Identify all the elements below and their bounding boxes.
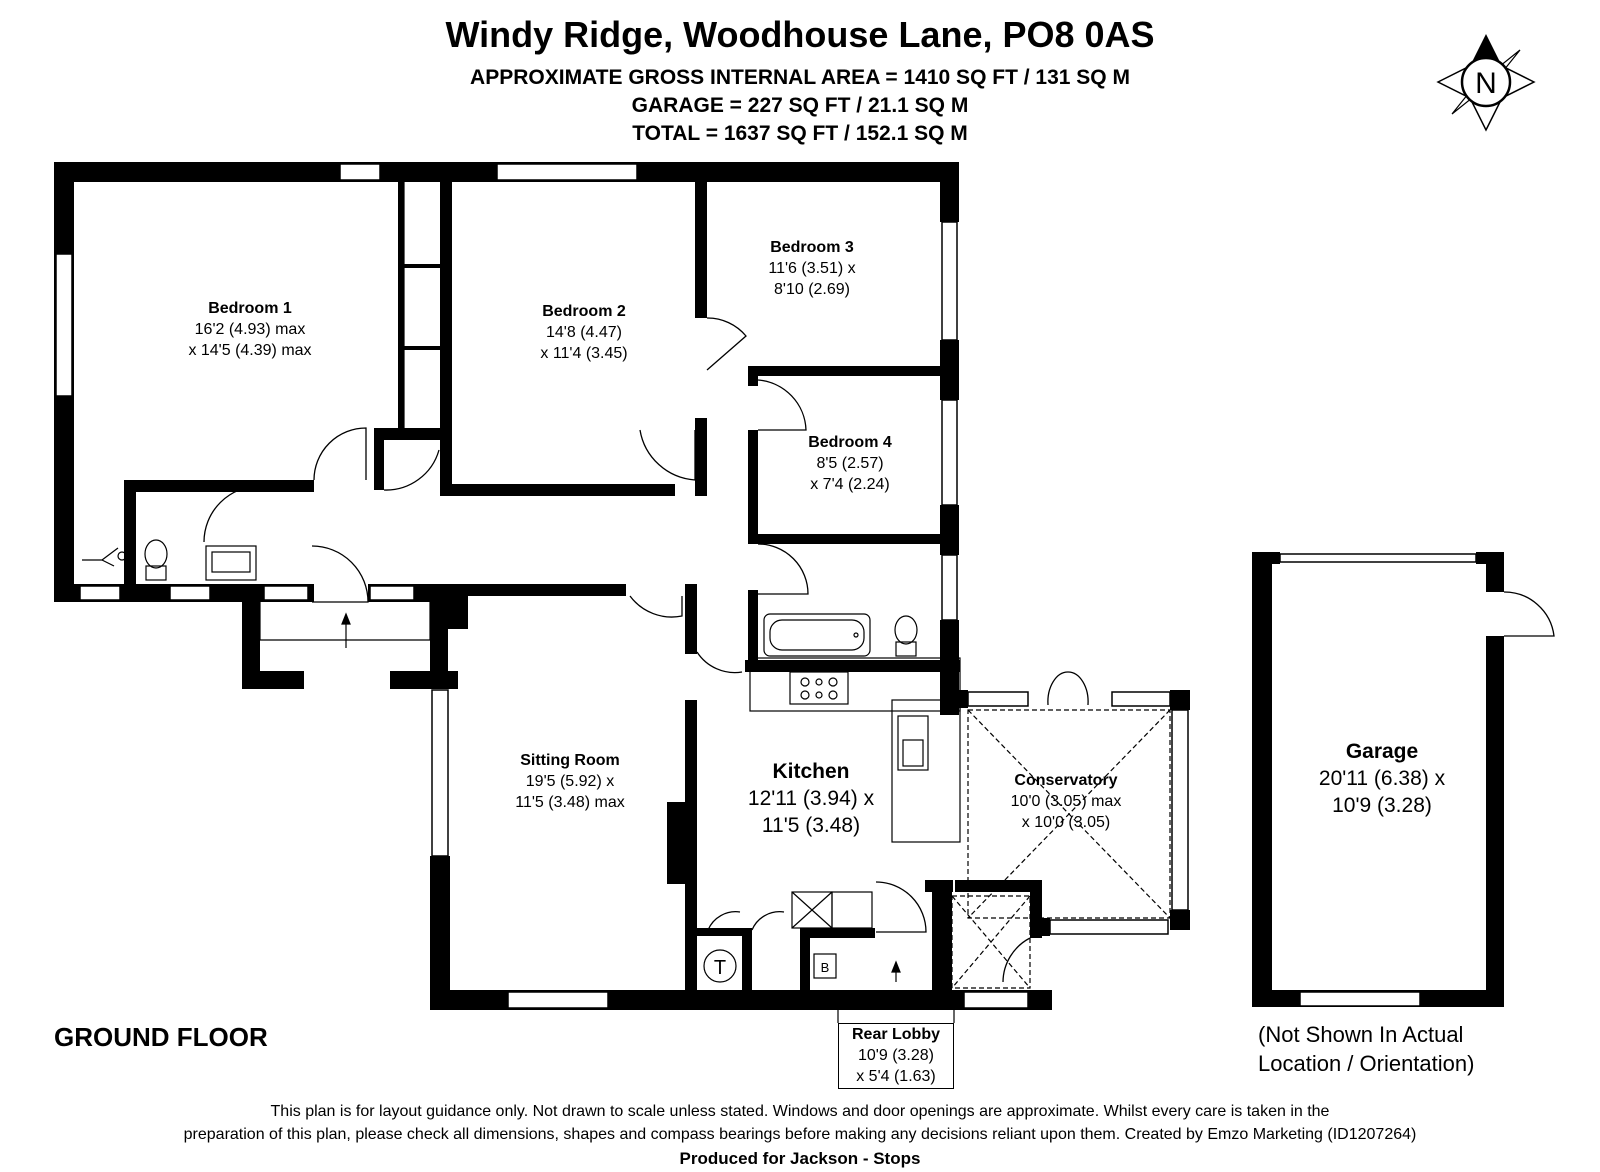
garage-note-line: Location / Orientation) bbox=[1258, 1051, 1475, 1076]
room-label-bedroom-3: Bedroom 3 11'6 (3.51) x 8'10 (2.69) bbox=[722, 237, 902, 300]
room-label-bedroom-2: Bedroom 2 14'8 (4.47) x 11'4 (3.45) bbox=[484, 301, 684, 364]
produced-for-line: Produced for Jackson - Stops bbox=[679, 1149, 921, 1168]
room-name: Kitchen bbox=[772, 760, 850, 783]
boiler-icon bbox=[813, 953, 837, 979]
bath-icon bbox=[763, 613, 871, 657]
room-dimension: x 7'4 (2.24) bbox=[810, 476, 890, 493]
room-dimension: 12'11 (3.94) x bbox=[747, 787, 875, 810]
room-label-conservatory: Conservatory 10'0 (3.05) max x 10'0 (3.0… bbox=[972, 770, 1160, 833]
room-name: Sitting Room bbox=[520, 752, 620, 769]
room-label-bedroom-1: Bedroom 1 16'2 (4.93) max x 14'5 (4.39) … bbox=[150, 298, 350, 361]
tank-label: T bbox=[714, 957, 726, 979]
room-label-rear-lobby: Rear Lobby 10'9 (3.28) x 5'4 (1.63) bbox=[838, 1023, 954, 1089]
floor-label: GROUND FLOOR bbox=[54, 1022, 268, 1052]
garage-note: (Not Shown In Actual Location / Orientat… bbox=[1258, 1020, 1474, 1078]
disclaimer-line-1: This plan is for layout guidance only. N… bbox=[270, 1103, 1330, 1120]
room-dimension: x 10'0 (3.05) bbox=[1021, 814, 1111, 831]
room-dimension: 8'5 (2.57) bbox=[816, 455, 884, 472]
room-name: Bedroom 3 bbox=[770, 239, 854, 256]
kitchen-worktop bbox=[749, 657, 961, 712]
kitchen-sink-icon bbox=[897, 715, 929, 771]
room-name: Conservatory bbox=[1014, 772, 1118, 789]
room-dimension: 10'0 (3.05) max bbox=[1010, 793, 1122, 810]
room-dimension: 10'9 (3.28) bbox=[1332, 794, 1432, 817]
garage-note-line: (Not Shown In Actual bbox=[1258, 1022, 1464, 1047]
room-dimension: 14'8 (4.47) bbox=[546, 324, 622, 341]
fittings bbox=[82, 182, 1171, 1023]
room-dimension: 8'10 (2.69) bbox=[774, 281, 850, 298]
shower-icon bbox=[82, 547, 119, 561]
room-name: Bedroom 2 bbox=[542, 303, 626, 320]
plan-title: Windy Ridge, Woodhouse Lane, PO8 0AS bbox=[445, 14, 1155, 55]
boiler-label: B bbox=[821, 960, 830, 975]
room-dimension: 16'2 (4.93) max bbox=[194, 321, 306, 338]
windows bbox=[55, 163, 1477, 1009]
room-dimension: 11'6 (3.51) x bbox=[768, 260, 856, 277]
room-label-sitting-room: Sitting Room 19'5 (5.92) x 11'5 (3.48) m… bbox=[470, 750, 670, 813]
room-dimension: x 11'4 (3.45) bbox=[540, 345, 628, 362]
room-label-kitchen: Kitchen 12'11 (3.94) x 11'5 (3.48) bbox=[716, 758, 906, 839]
hob-icon bbox=[789, 671, 849, 705]
room-name: Bedroom 4 bbox=[808, 434, 892, 451]
room-dimension: 11'5 (3.48) bbox=[761, 814, 861, 837]
lobby-roof bbox=[951, 895, 1031, 989]
kitchen-worktop-side bbox=[891, 699, 961, 843]
door-swings bbox=[203, 317, 1555, 983]
room-name: Garage bbox=[1345, 740, 1419, 763]
room-label-bedroom-4: Bedroom 4 8'5 (2.57) x 7'4 (2.24) bbox=[760, 432, 940, 495]
room-label-garage: Garage 20'11 (6.38) x 10'9 (3.28) bbox=[1282, 738, 1482, 819]
compass-n-label: N bbox=[1475, 67, 1497, 100]
compass-icon: N bbox=[1436, 34, 1536, 132]
wc-basin-icon bbox=[205, 545, 257, 581]
room-name: Rear Lobby bbox=[851, 1026, 940, 1043]
disclaimer-line-2: preparation of this plan, please check a… bbox=[183, 1126, 1417, 1143]
room-dimension: 20'11 (6.38) x bbox=[1318, 767, 1446, 790]
total-area-line: TOTAL = 1637 SQ FT / 152.1 SQ M bbox=[632, 122, 968, 145]
room-dimension: 11'5 (3.48) max bbox=[515, 794, 625, 811]
tank-icon bbox=[703, 949, 737, 983]
room-name: Bedroom 1 bbox=[208, 300, 292, 317]
garage-area-line: GARAGE = 227 SQ FT / 21.1 SQ M bbox=[631, 94, 969, 117]
room-dimension: 19'5 (5.92) x bbox=[525, 773, 615, 790]
wc-toilet-icon bbox=[144, 539, 168, 569]
bathroom-toilet-icon bbox=[894, 615, 918, 645]
room-dimension: 10'9 (3.28) bbox=[858, 1047, 934, 1064]
room-dimension: x 5'4 (1.63) bbox=[856, 1068, 936, 1085]
gross-area-line: APPROXIMATE GROSS INTERNAL AREA = 1410 S… bbox=[470, 66, 1130, 89]
conservatory-roof bbox=[967, 709, 1171, 919]
room-dimension: x 14'5 (4.39) max bbox=[188, 342, 312, 359]
